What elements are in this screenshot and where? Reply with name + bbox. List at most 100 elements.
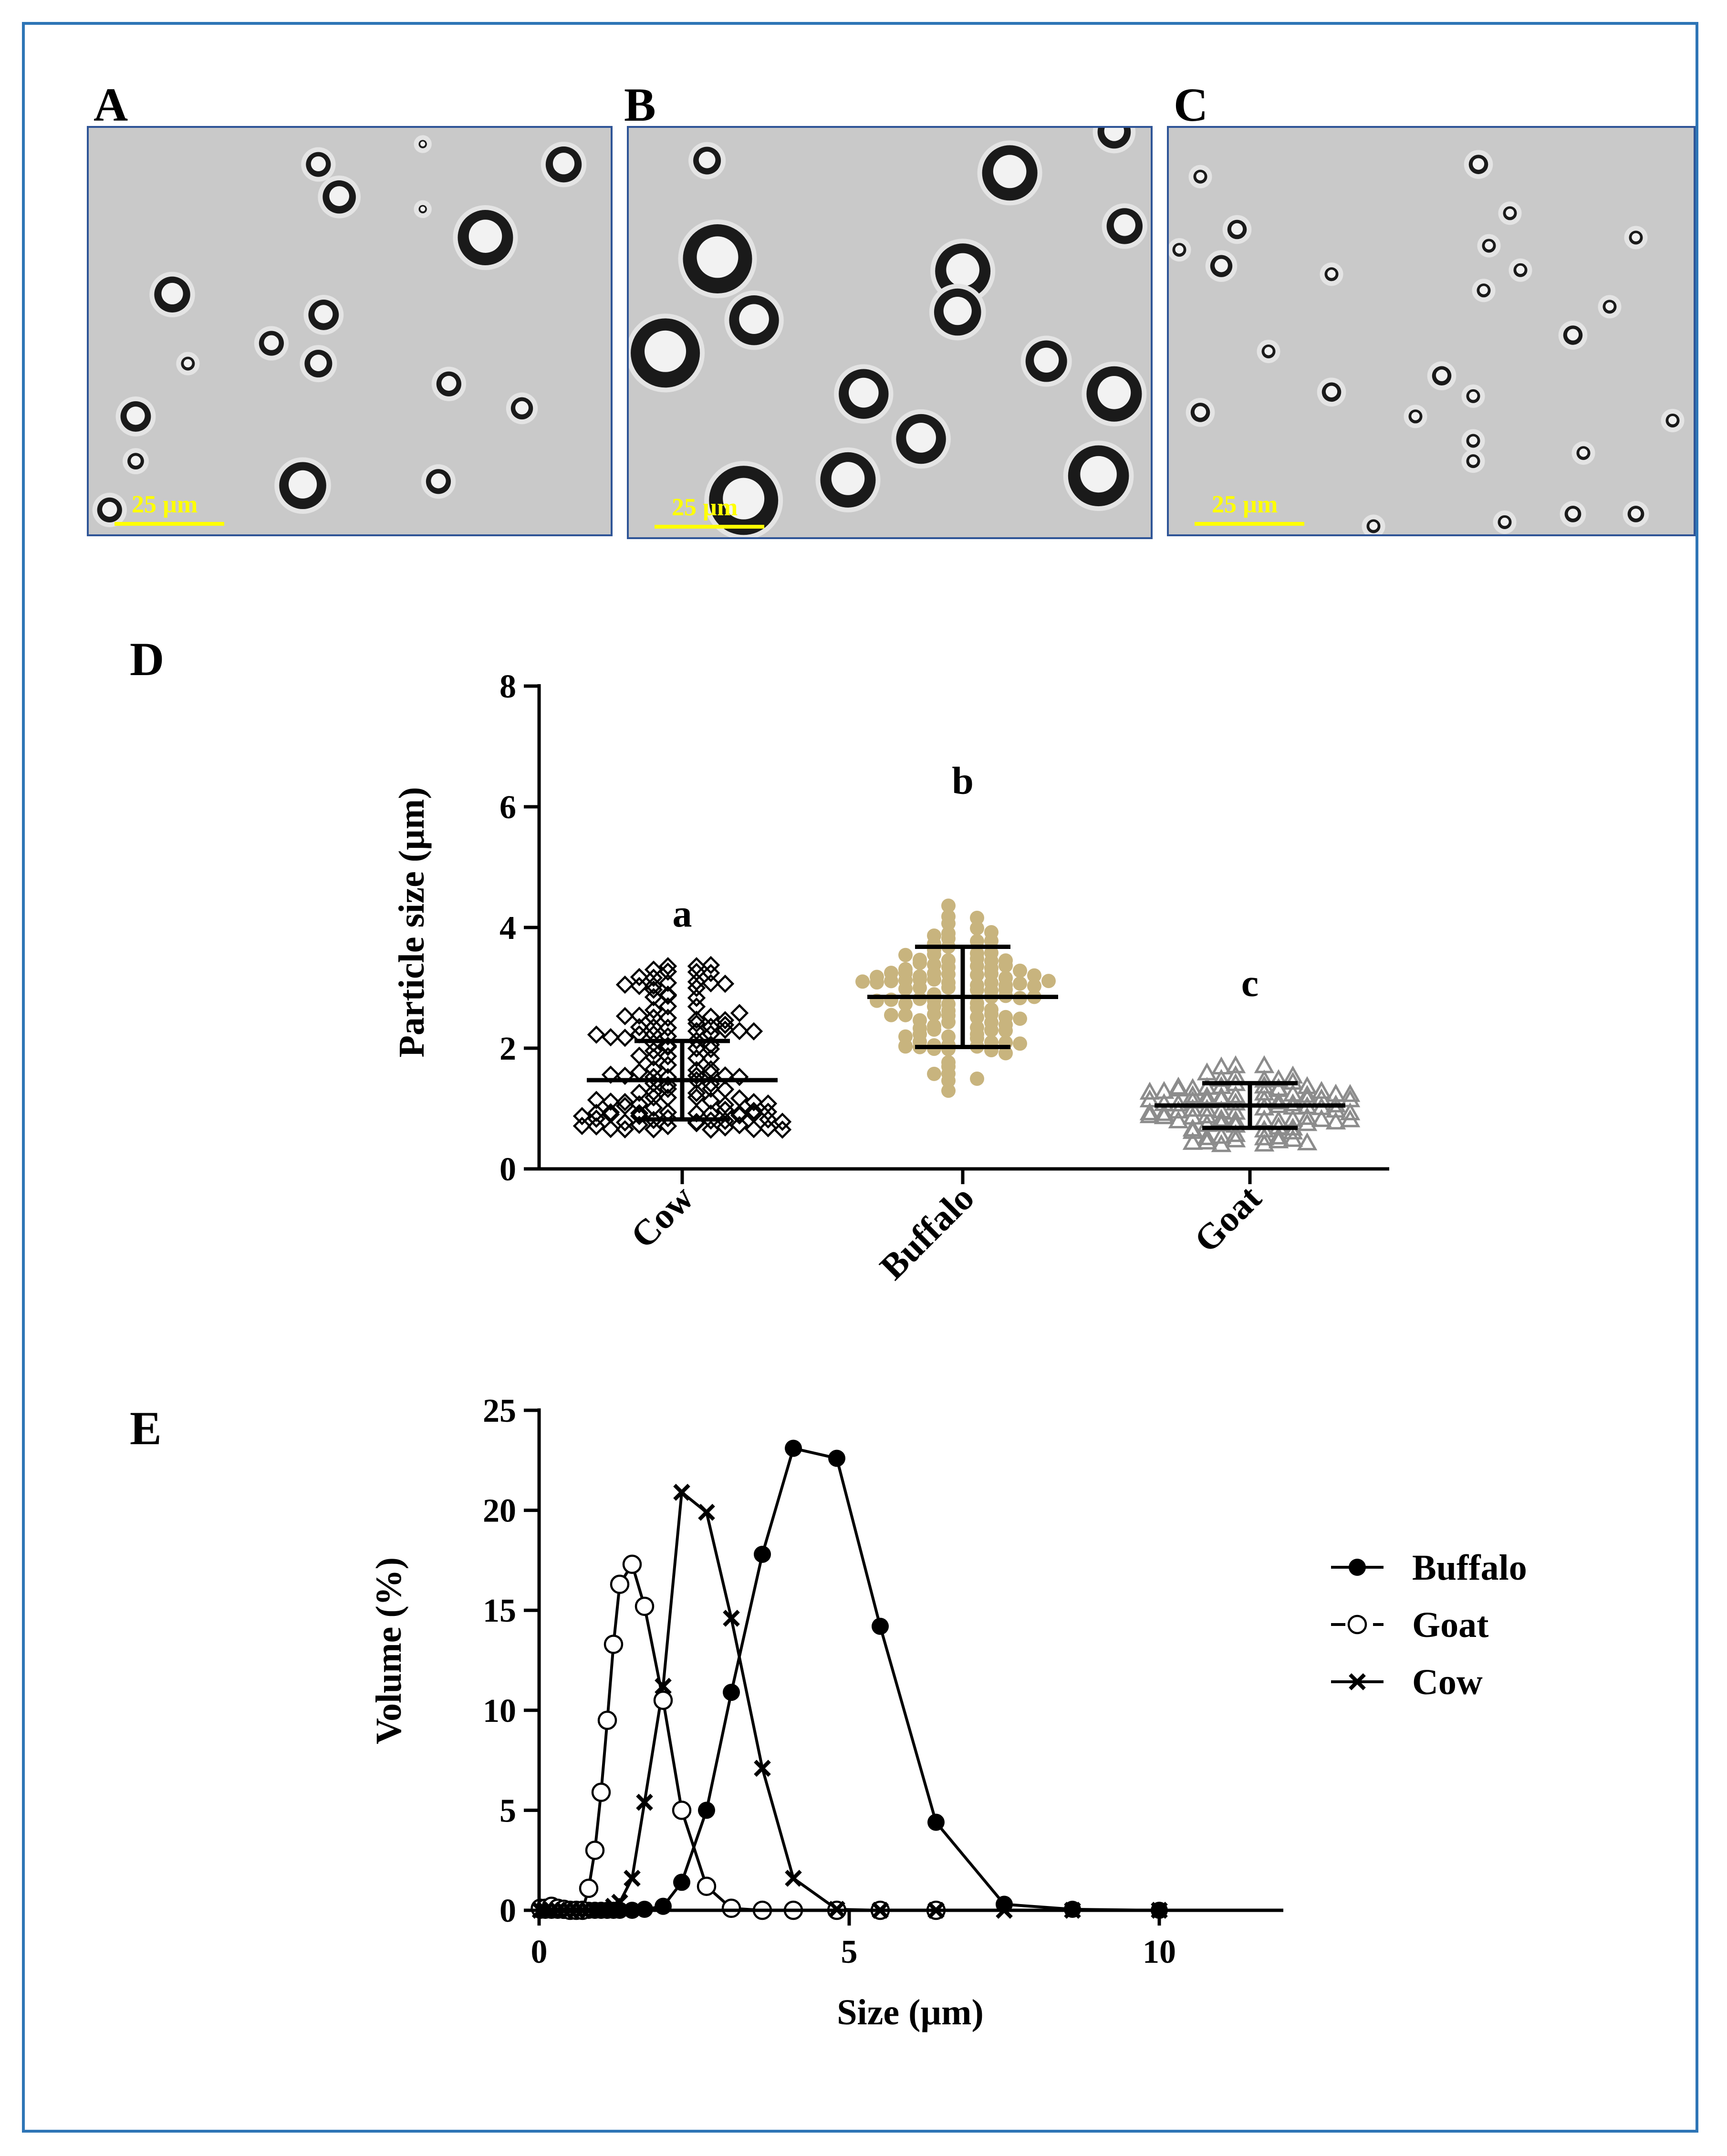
droplet-core — [552, 153, 575, 175]
d-point-cow — [687, 997, 706, 1016]
d-point-goat — [1211, 1056, 1232, 1075]
droplet-core — [697, 236, 739, 278]
d-point-cow — [716, 1080, 735, 1099]
droplet-layer — [629, 128, 1147, 537]
e-point-goat — [672, 1801, 692, 1820]
droplet-core — [1469, 391, 1477, 400]
d-point-goat — [1139, 1089, 1160, 1107]
d-point-cow — [687, 979, 706, 997]
d-point-cow — [716, 1095, 735, 1114]
e-point-cow — [636, 1793, 653, 1811]
droplet-core — [1369, 521, 1378, 530]
d-point-goat — [1340, 1102, 1361, 1121]
d-point-cow — [658, 1056, 677, 1074]
scale-bar-label: 25 µm — [672, 494, 738, 521]
e-series-line-buffalo — [540, 1447, 1160, 1912]
d-point-cow — [601, 1028, 620, 1047]
panel-label-d: D — [130, 633, 165, 686]
d-point-cow — [687, 1010, 706, 1029]
droplet-core — [184, 359, 192, 368]
d-point-cow — [730, 1068, 749, 1086]
d-point-buffalo — [970, 1031, 984, 1046]
d-point-cow — [687, 1022, 706, 1041]
d-point-goat — [1154, 1103, 1175, 1121]
e-legend-label: Buffalo — [1412, 1548, 1527, 1588]
d-point-cow — [730, 1004, 749, 1022]
d-point-cow — [644, 976, 663, 995]
d-point-cow — [644, 1120, 663, 1139]
droplet-core — [288, 470, 317, 499]
d-point-buffalo — [1027, 979, 1041, 993]
droplet-core — [739, 304, 769, 334]
d-point-goat — [1311, 1109, 1332, 1127]
droplet-core — [831, 462, 865, 495]
e-point-goat — [697, 1876, 717, 1896]
d-point-cow — [658, 1009, 677, 1027]
d-point-goat — [1154, 1106, 1175, 1125]
d-point-cow — [615, 1120, 635, 1139]
droplet-core — [131, 456, 141, 466]
d-point-goat — [1340, 1084, 1361, 1102]
d-point-cow — [644, 969, 663, 987]
d-point-goat — [1196, 1131, 1217, 1150]
d-point-cow — [601, 1092, 620, 1111]
d-point-cow — [730, 1089, 749, 1108]
d-point-buffalo — [970, 982, 984, 997]
d-point-cow — [601, 1120, 620, 1138]
d-point-buffalo — [1013, 963, 1027, 978]
e-point-buffalo — [872, 1617, 889, 1635]
droplet-core — [993, 155, 1027, 188]
e-point-buffalo — [673, 1874, 690, 1891]
d-point-buffalo — [999, 982, 1013, 997]
e-legend-marker — [1347, 1614, 1367, 1635]
d-point-cow — [572, 1116, 592, 1135]
d-point-cow — [730, 1104, 749, 1123]
d-point-goat — [1211, 1069, 1232, 1087]
d-point-buffalo — [884, 1008, 898, 1022]
d-point-goat — [1225, 1093, 1246, 1111]
d-point-buffalo — [941, 1055, 956, 1070]
e-point-goat — [597, 1710, 617, 1730]
d-point-goat — [1268, 1069, 1289, 1087]
e-legend-label: Goat — [1412, 1605, 1488, 1645]
droplet-core — [645, 330, 687, 372]
e-y-tick-label: 10 — [483, 1693, 516, 1729]
d-point-buffalo — [927, 958, 941, 972]
d-point-buffalo — [898, 997, 913, 1011]
d-point-buffalo — [927, 1022, 941, 1037]
d-y-tick-label: 2 — [499, 1031, 516, 1067]
d-point-goat — [1282, 1121, 1303, 1140]
droplet-core — [161, 282, 183, 305]
droplet-core — [1472, 158, 1485, 170]
droplet-core — [1231, 223, 1243, 235]
e-point-goat — [579, 1878, 599, 1898]
d-point-cow — [744, 1093, 763, 1112]
d-point-cow — [744, 1120, 763, 1138]
e-point-goat — [603, 1635, 624, 1654]
d-point-goat — [1340, 1089, 1361, 1107]
d-point-cow — [658, 1038, 677, 1056]
droplet-core — [1113, 214, 1135, 236]
e-legend-marker — [1349, 1559, 1366, 1576]
d-point-cow — [701, 974, 720, 993]
e-y-tick-label: 20 — [483, 1493, 516, 1530]
droplet-core — [431, 473, 446, 489]
d-point-goat — [1168, 1110, 1189, 1129]
e-point-cow — [611, 1894, 628, 1911]
e-point-goat — [721, 1898, 741, 1918]
d-point-goat — [1297, 1107, 1318, 1125]
d-point-cow — [658, 1117, 677, 1135]
d-point-cow — [759, 1110, 778, 1129]
e-legend-marker — [1349, 1673, 1366, 1690]
d-point-cow — [701, 1007, 720, 1026]
d-point-cow — [716, 974, 735, 993]
d-point-buffalo — [941, 1003, 956, 1018]
d-point-buffalo — [941, 1066, 956, 1081]
d-point-cow — [658, 997, 677, 1016]
d-point-goat — [1254, 1055, 1275, 1073]
d-point-cow — [658, 973, 677, 992]
d-point-goat — [1268, 1126, 1289, 1145]
d-point-buffalo — [1027, 968, 1041, 983]
